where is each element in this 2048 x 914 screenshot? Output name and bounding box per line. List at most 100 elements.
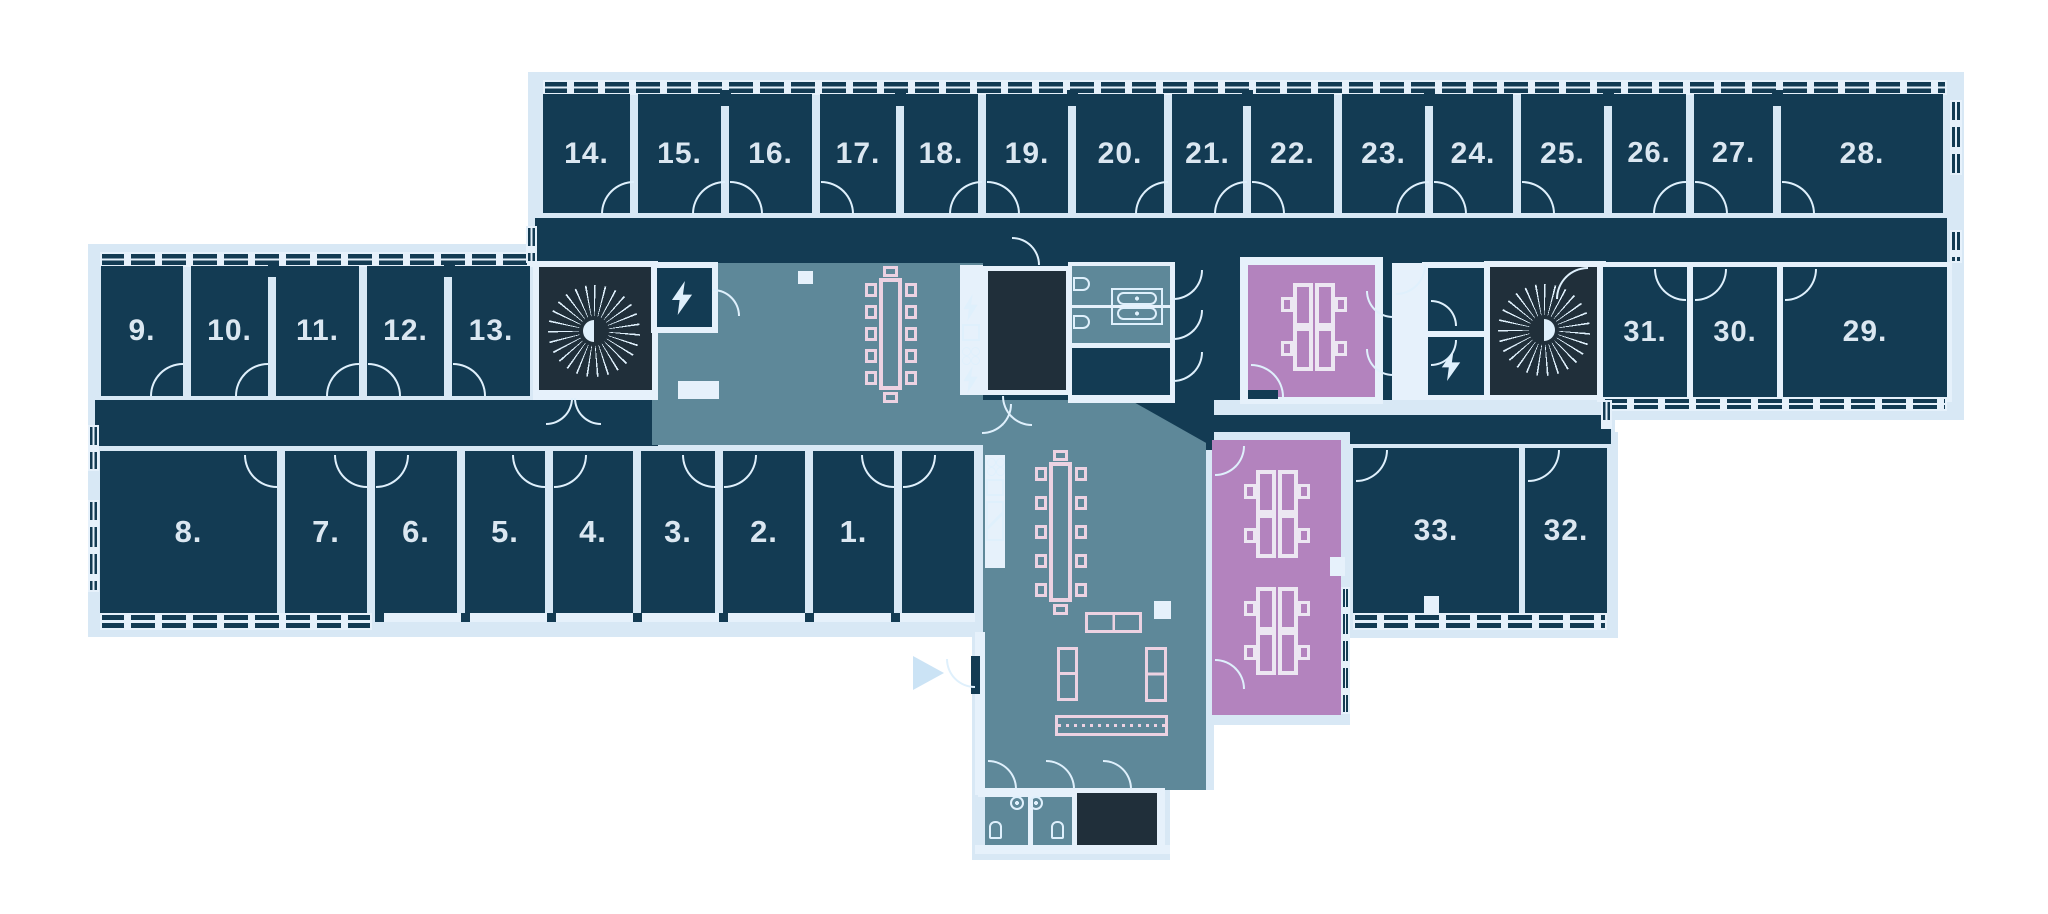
room-29: 29. <box>1783 267 1947 397</box>
room-number-label: 30. <box>1713 315 1757 348</box>
wall-tab <box>1067 90 1078 106</box>
room-number-label: 29. <box>1842 315 1888 348</box>
lounge-south-wall <box>978 788 1165 797</box>
room-number-label: 19. <box>1004 136 1050 170</box>
toilet-icon <box>1117 292 1157 305</box>
desk-chair <box>1244 484 1256 499</box>
desk <box>1278 514 1298 558</box>
column <box>1330 557 1345 576</box>
spiral-staircase-west-core <box>583 320 594 342</box>
room-number-label: 16. <box>748 136 793 170</box>
chair <box>865 349 877 363</box>
chair <box>1075 496 1087 510</box>
window <box>526 226 537 263</box>
room-number-label: 14. <box>564 136 609 170</box>
room-number-label: 6. <box>402 514 430 549</box>
wall-tab <box>444 262 455 277</box>
sink-icon <box>1073 315 1090 329</box>
room-33: 33. <box>1353 448 1519 613</box>
wall-tab <box>268 262 279 277</box>
sofa <box>1057 647 1078 701</box>
entrance-arrow-icon <box>913 656 944 690</box>
chair <box>1035 525 1047 539</box>
chair <box>1035 554 1047 568</box>
chair <box>905 371 917 385</box>
chair <box>865 327 877 341</box>
appliance-icon <box>986 479 1004 496</box>
chair <box>905 327 917 341</box>
chair <box>1035 467 1047 481</box>
credenza <box>1055 715 1168 736</box>
sink-icon <box>1010 796 1024 810</box>
desk-chair <box>1281 341 1293 356</box>
door-sill <box>1928 382 1940 397</box>
storage-dark <box>1077 793 1157 845</box>
window <box>375 613 975 622</box>
room-18: 18. <box>904 94 978 213</box>
white-patch <box>1170 790 1218 862</box>
desk-chair <box>1335 341 1347 356</box>
desk-chair <box>1244 528 1256 543</box>
desk-chair <box>1281 297 1293 312</box>
cupboard <box>678 381 719 399</box>
door-sill <box>971 656 980 694</box>
desk-chair <box>1298 645 1310 660</box>
toilet-icon <box>989 821 1002 839</box>
wall-v3 <box>1157 788 1165 852</box>
room-number-label: 18. <box>918 136 964 170</box>
room-number-label: 26. <box>1627 137 1671 169</box>
room-number-label: 9. <box>128 314 156 347</box>
stove-icon <box>961 346 980 365</box>
window <box>1601 400 1612 429</box>
chair <box>865 305 877 319</box>
sink-icon <box>1073 277 1090 291</box>
room-15: 15. <box>638 94 721 213</box>
room-21: 21. <box>1172 94 1243 213</box>
door-sill <box>1760 382 1772 397</box>
desk <box>1278 587 1298 631</box>
wall-tab <box>1424 90 1435 106</box>
room-number-label: 17. <box>835 136 881 170</box>
corridor-stub-a <box>1195 415 1611 432</box>
corridor-stub-b <box>1350 432 1611 444</box>
sofa <box>1145 647 1167 702</box>
wall-tab <box>1772 90 1783 106</box>
desk-chair <box>1244 645 1256 660</box>
wall-tab <box>1603 90 1614 106</box>
desk <box>1278 631 1298 675</box>
room-number-label: 20. <box>1097 136 1143 170</box>
room-20: 20. <box>1076 94 1164 213</box>
wall-tab <box>895 90 906 106</box>
desk <box>1315 327 1335 371</box>
room-number-label: 12. <box>383 314 428 347</box>
window <box>1353 613 1607 630</box>
meeting-table-upper <box>879 278 902 390</box>
store-mid <box>1072 348 1170 395</box>
window <box>543 80 1947 95</box>
room-number-label: 11. <box>295 314 340 347</box>
window <box>100 613 372 630</box>
toilet-pair-icon <box>1111 288 1163 325</box>
chair <box>1052 450 1068 461</box>
room-27: 27. <box>1694 94 1773 213</box>
room-number-label: 23. <box>1361 136 1406 170</box>
room-number-label: 10. <box>207 314 252 347</box>
room-number-label: 27. <box>1711 137 1756 169</box>
room-number-label: 2. <box>750 514 778 549</box>
window <box>1950 230 1962 263</box>
room-number-label: 4. <box>579 514 607 549</box>
room-number-label: 3. <box>664 514 692 549</box>
room-number-label: 15. <box>657 136 702 170</box>
window <box>1341 587 1350 714</box>
core-block <box>988 271 1066 390</box>
chair <box>1075 525 1087 539</box>
stove-icon <box>986 457 1005 476</box>
chair <box>905 305 917 319</box>
chair <box>882 266 898 277</box>
chair <box>905 349 917 363</box>
room-number-label: 33. <box>1413 513 1459 547</box>
outer-south <box>975 845 1170 854</box>
door-arc <box>946 659 975 688</box>
room-number-label: 5. <box>491 514 519 549</box>
